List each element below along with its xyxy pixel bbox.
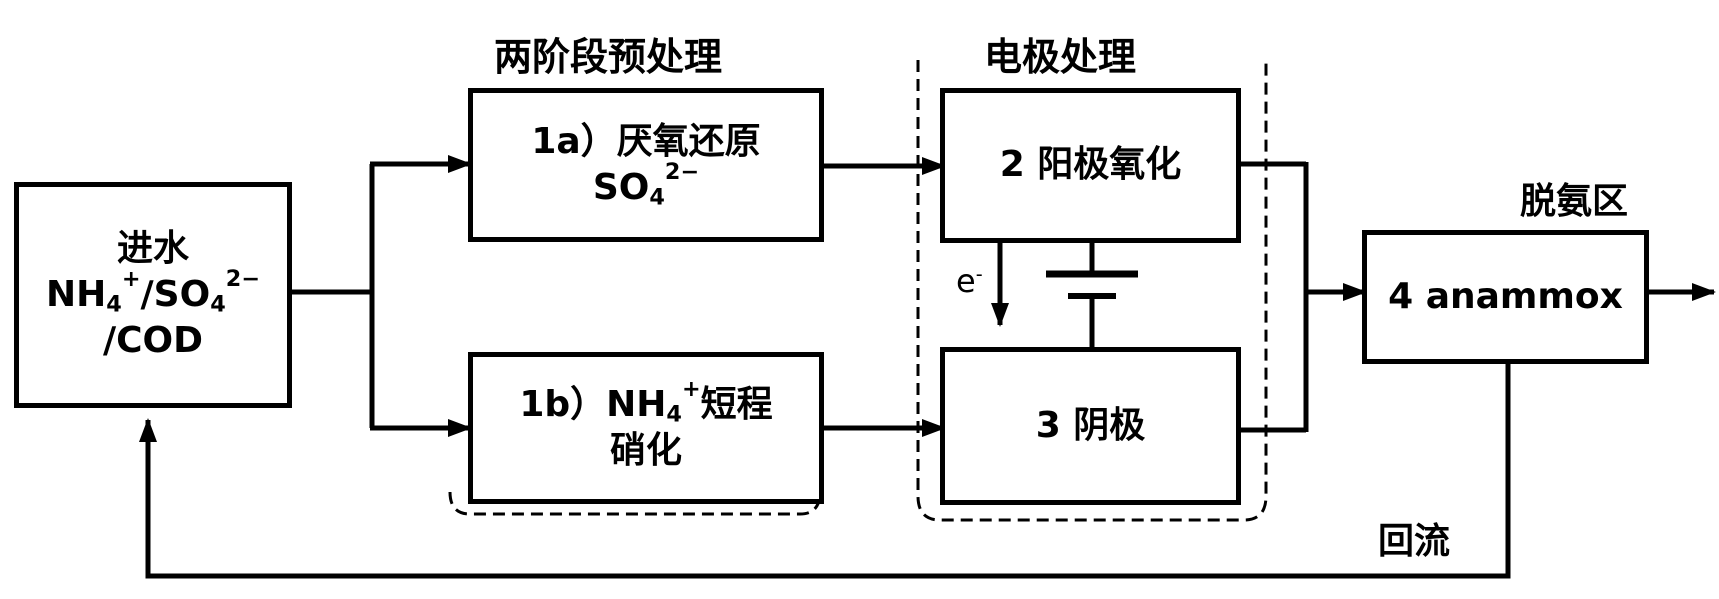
influent-box: 进水 NH4+/SO42− /COD xyxy=(14,182,292,408)
influent-cod: /COD xyxy=(102,320,204,362)
reflux-loop-line xyxy=(139,362,1511,579)
anode-oxidation-box: 2 阳极氧化 xyxy=(940,88,1241,243)
cathode-box: 3 阴极 xyxy=(940,347,1241,505)
influent-title: 进水 xyxy=(116,227,189,269)
electron-label: e- xyxy=(956,262,983,300)
nitrification-line2: 硝化 xyxy=(609,430,682,471)
anode-label: 2 阳极氧化 xyxy=(999,144,1182,186)
anammox-label: 4 anammox xyxy=(1388,275,1623,317)
pretreatment-title: 两阶段预处理 xyxy=(494,35,723,79)
reflux-label: 回流 xyxy=(1378,521,1451,562)
nitrification-label: 1b）NH4+短程 xyxy=(519,375,773,428)
anaerobic-label: 1a）厌氧还原 xyxy=(531,120,761,162)
short-nitrification-box: 1b）NH4+短程 硝化 xyxy=(468,352,824,504)
deamm-zone-label: 脱氨区 xyxy=(1520,181,1629,222)
electrode-group-bracket xyxy=(916,60,1268,522)
anammox-box: 4 anammox xyxy=(1362,230,1649,364)
anaerobic-sulfate: SO42− xyxy=(592,158,700,211)
influent-composition: NH4+/SO42− xyxy=(46,265,260,318)
cathode-label: 3 阴极 xyxy=(1035,404,1146,446)
anaerobic-reduction-box: 1a）厌氧还原 SO42− xyxy=(468,88,824,242)
electrode-title: 电极处理 xyxy=(984,35,1137,79)
